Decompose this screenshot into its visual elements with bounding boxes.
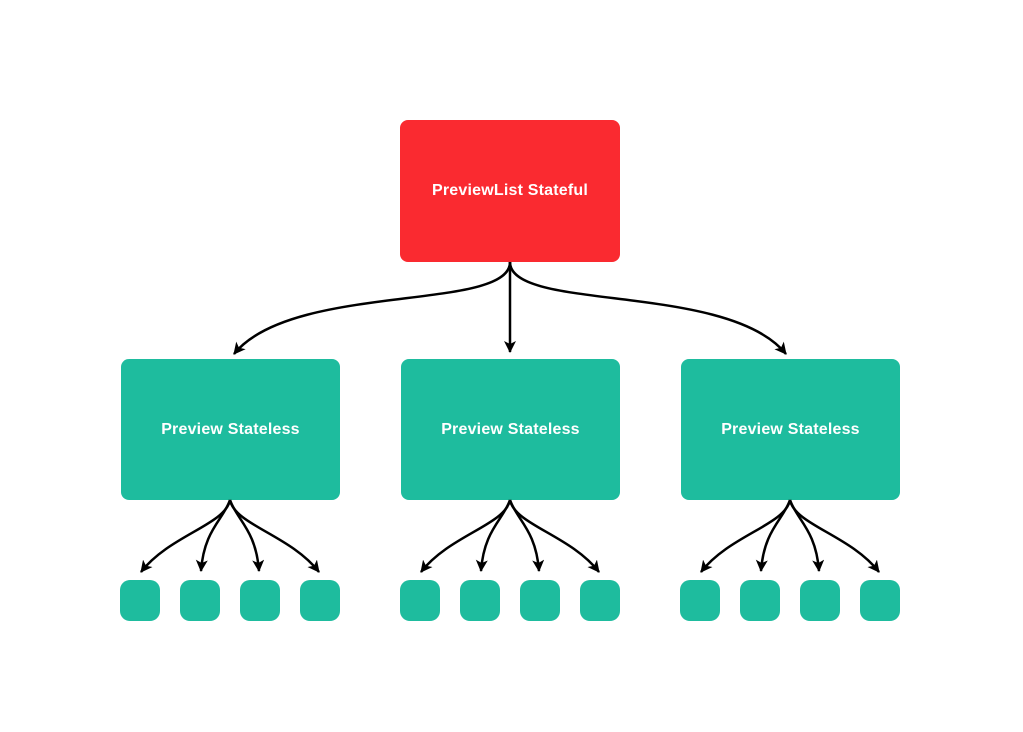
arrow-child2-to-leaf3 xyxy=(508,499,545,572)
child-node-3: Preview Stateless xyxy=(681,359,900,500)
leaf-node-2-2 xyxy=(460,580,500,621)
leaf-node-2-3 xyxy=(520,580,560,621)
arrow-root-to-child-1 xyxy=(233,261,512,355)
leaf-node-2-1 xyxy=(400,580,440,621)
arrow-child1-to-leaf3 xyxy=(228,499,265,572)
child-node-2-label: Preview Stateless xyxy=(441,420,580,438)
leaf-node-1-4 xyxy=(300,580,340,621)
arrow-child1-to-leaf4 xyxy=(228,499,320,573)
child-node-2: Preview Stateless xyxy=(401,359,620,500)
leaf-node-1-1 xyxy=(120,580,160,621)
leaf-node-2-4 xyxy=(580,580,620,621)
arrow-child2-to-leaf1 xyxy=(420,499,512,573)
root-node-previewlist-stateful: PreviewList Stateful xyxy=(400,120,620,262)
arrow-child2-to-leaf4 xyxy=(508,499,600,573)
arrow-child1-to-leaf2 xyxy=(195,499,232,572)
child-node-3-label: Preview Stateless xyxy=(721,420,860,438)
arrow-child3-to-leaf2 xyxy=(755,499,792,572)
leaf-node-1-3 xyxy=(240,580,280,621)
child-node-1: Preview Stateless xyxy=(121,359,340,500)
leaf-node-3-2 xyxy=(740,580,780,621)
child-node-1-label: Preview Stateless xyxy=(161,420,300,438)
leaf-node-3-3 xyxy=(800,580,840,621)
arrow-child1-to-leaf1 xyxy=(140,499,232,573)
root-node-label: PreviewList Stateful xyxy=(431,182,589,199)
arrow-child3-to-leaf4 xyxy=(788,499,880,573)
arrow-child3-to-leaf3 xyxy=(788,499,825,572)
arrow-child2-to-leaf2 xyxy=(475,499,512,572)
leaf-node-3-4 xyxy=(860,580,900,621)
arrow-root-to-child-3 xyxy=(508,261,787,355)
leaf-node-3-1 xyxy=(680,580,720,621)
leaf-node-1-2 xyxy=(180,580,220,621)
arrow-child3-to-leaf1 xyxy=(700,499,792,573)
